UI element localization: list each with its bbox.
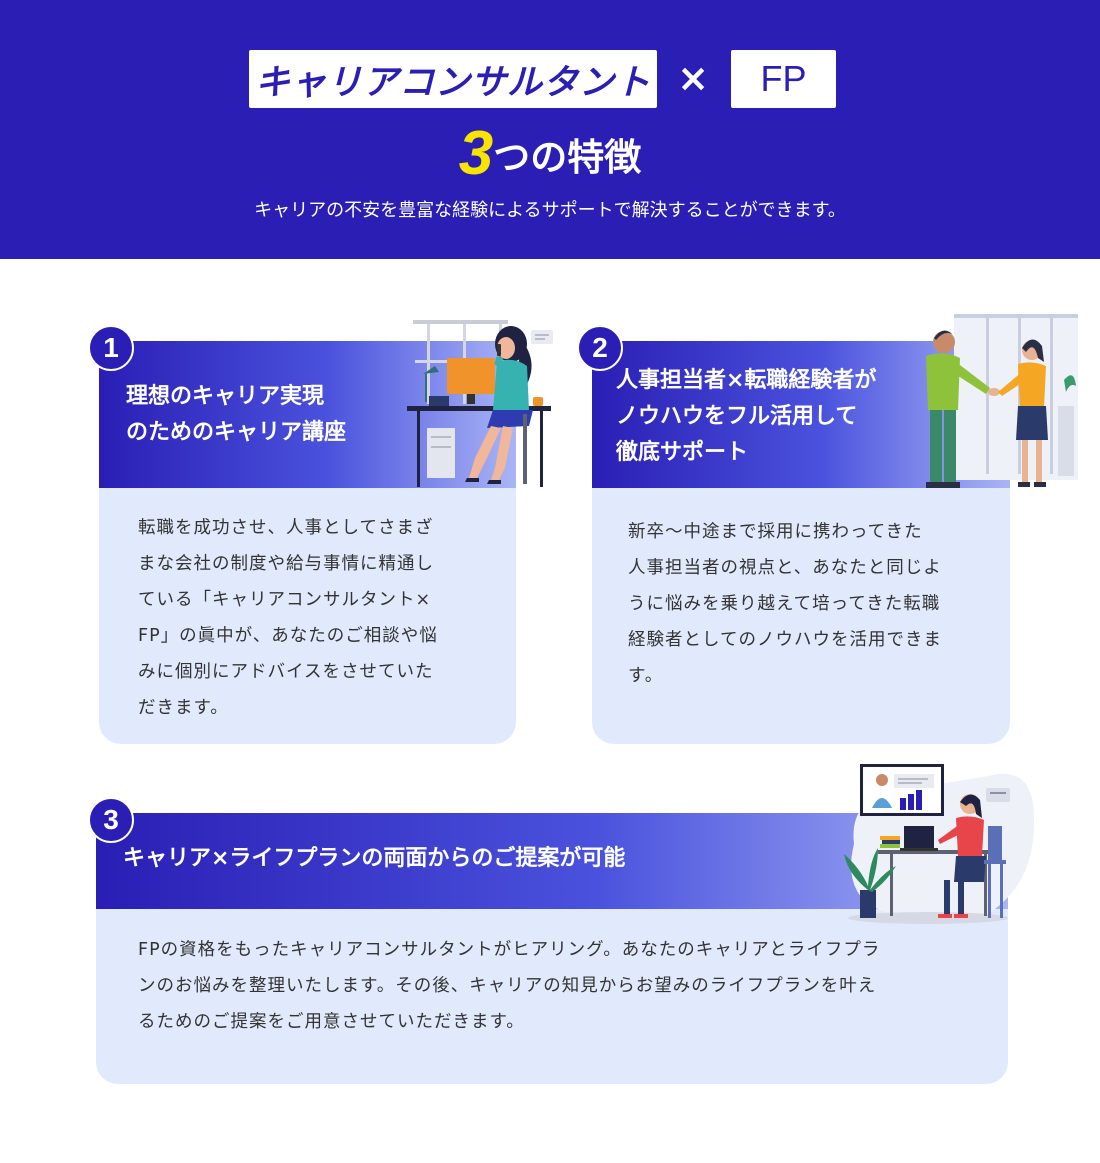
feature-card-2-title-line: 人事担当者×転職経験者が xyxy=(616,368,877,393)
body-line: す。 xyxy=(628,666,664,686)
feature-card-1-title-line: のためのキャリア講座 xyxy=(126,420,347,445)
fp-tag: FP xyxy=(731,50,836,108)
feature-card-2-body: 新卒〜中途まで採用に携わってきた 人事担当者の視点と、あなたと同じよ うに悩みを… xyxy=(628,514,984,694)
feature-card-1-title: 理想のキャリア実現 のためのキャリア講座 xyxy=(126,379,426,451)
feature-card-2-title: 人事担当者×転職経験者が ノウハウをフル活用して 徹底サポート xyxy=(616,363,946,471)
online-consultation-illustration xyxy=(844,764,1035,924)
body-line: FP」の眞中が、あなたのご相談や悩 xyxy=(138,626,438,646)
hero-subtitle: キャリアの不安を豊富な経験によるサポートで解決することができます。 xyxy=(254,200,846,221)
feature-number-badge-2: 2 xyxy=(577,325,623,371)
body-line: みに個別にアドバイスをさせていた xyxy=(138,662,434,682)
hero-title-number: 3 xyxy=(458,119,494,188)
feature-card-3-body: FPの資格をもったキャリアコンサルタントがヒアリング。あなたのキャリアとライフプ… xyxy=(138,932,980,1040)
feature-card-3-title-line: キャリア×ライフプランの両面からのご提案が可能 xyxy=(123,846,626,871)
hero-title: 3つの特徴 xyxy=(0,118,1100,189)
body-line: FPの資格をもったキャリアコンサルタントがヒアリング。あなたのキャリアとライフプ… xyxy=(138,940,881,960)
body-line: 新卒〜中途まで採用に携わってきた xyxy=(628,522,923,542)
hero-banner: キャリアコンサルタント × FP 3つの特徴 キャリアの不安を豊富な経験によるサ… xyxy=(0,0,1100,259)
woman-desk-phone-illustration xyxy=(407,320,553,487)
handshake-illustration xyxy=(926,314,1078,488)
feature-number-badge-3: 3 xyxy=(88,797,134,843)
body-line: 転職を成功させ、人事としてさまざ xyxy=(138,518,434,538)
body-line: まな会社の制度や給与事情に精通し xyxy=(138,554,434,574)
feature-card-3: キャリア×ライフプランの両面からのご提案が可能 FPの資格をもったキャリアコンサ… xyxy=(96,813,1008,1084)
feature-card-2-title-line: ノウハウをフル活用して xyxy=(616,404,858,429)
feature-card-1-title-line: 理想のキャリア実現 xyxy=(126,384,325,409)
body-line: ンのお悩みを整理いたします。その後、キャリアの知見からお望みのライフプランを叶え xyxy=(138,976,877,996)
feature-card-1-body: 転職を成功させ、人事としてさまざ まな会社の制度や給与事情に精通し ている「キャ… xyxy=(138,510,484,726)
body-line: るためのご提案をご用意させていただきます。 xyxy=(138,1012,525,1032)
body-line: 経験者としてのノウハウを活用できま xyxy=(628,630,942,650)
body-line: うに悩みを乗り越えて培ってきた転職 xyxy=(628,594,941,614)
times-symbol: × xyxy=(677,56,709,100)
body-line: だきます。 xyxy=(138,698,229,718)
feature-card-2-title-line: 徹底サポート xyxy=(616,440,749,465)
feature-card-3-title: キャリア×ライフプランの両面からのご提案が可能 xyxy=(123,841,823,877)
career-consultant-tag: キャリアコンサルタント xyxy=(249,50,657,108)
body-line: 人事担当者の視点と、あなたと同じよ xyxy=(628,558,942,578)
hero-title-text: つの特徴 xyxy=(493,136,642,179)
feature-number-badge-1: 1 xyxy=(88,325,134,371)
body-line: ている「キャリアコンサルタント× xyxy=(138,590,432,610)
